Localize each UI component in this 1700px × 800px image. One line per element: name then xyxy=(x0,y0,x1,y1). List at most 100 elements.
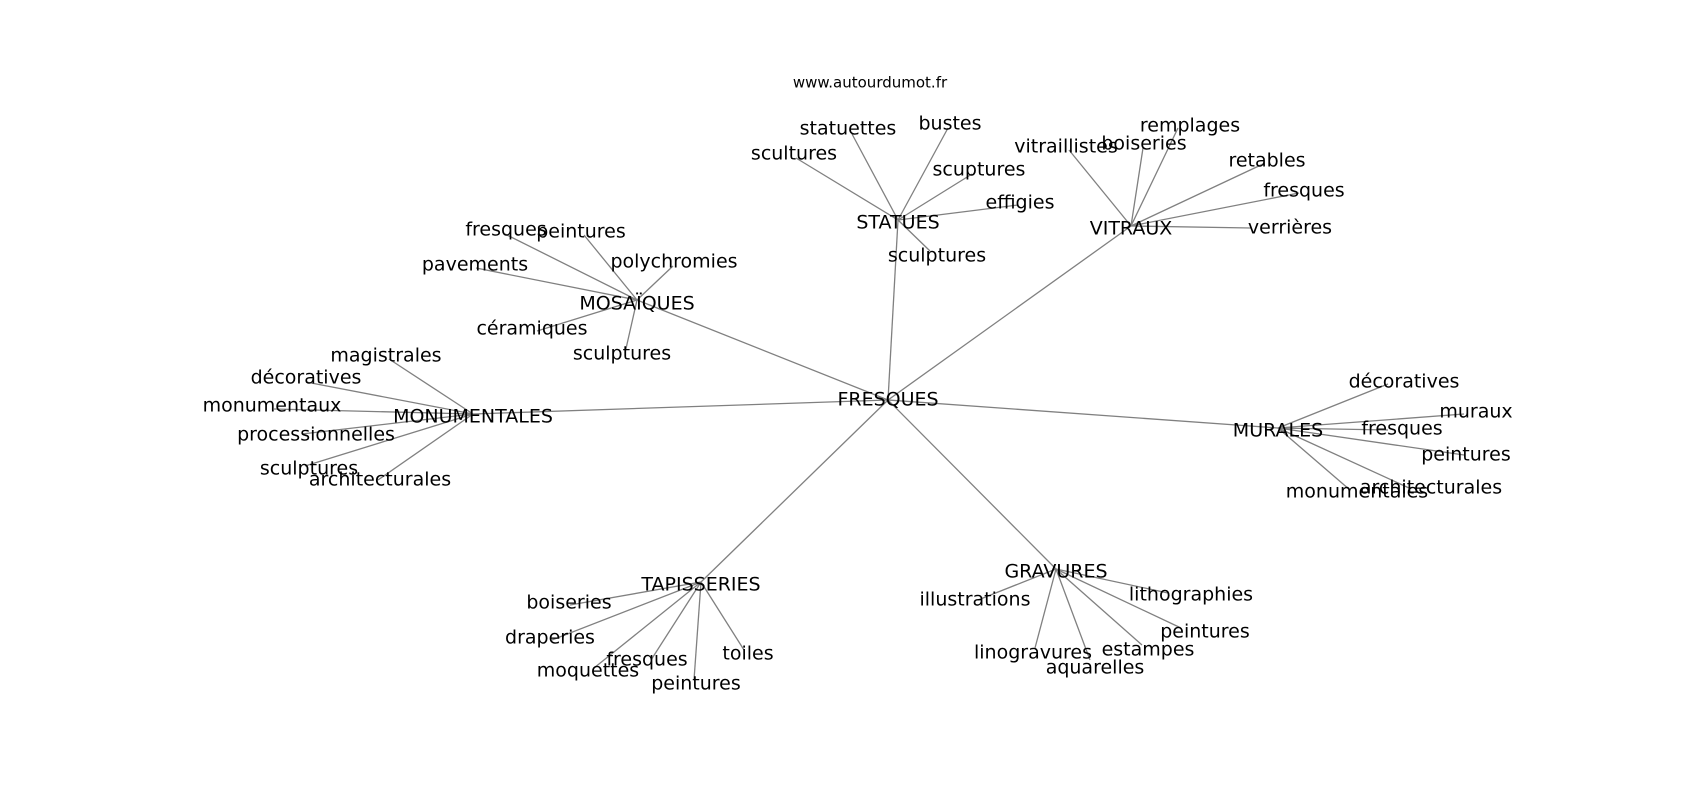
group-node-label-tapisseries: TAPISSERIES xyxy=(640,574,760,596)
edge-vitraux-3 xyxy=(1130,163,1264,227)
edge-center-vitraux xyxy=(887,225,1132,401)
leaf-node-label-murales-2: fresques xyxy=(1361,418,1442,440)
edge-vitraux-0 xyxy=(1068,149,1132,227)
watermark: www.autourdumot.fr xyxy=(793,74,948,92)
edge-mosaiques-3 xyxy=(636,265,674,301)
leaf-node-label-mosaiques-5: sculptures xyxy=(573,343,671,365)
edge-statues-2 xyxy=(795,157,899,221)
group-node-label-murales: MURALES xyxy=(1233,420,1323,442)
graph-nodes: FRESQUES STATUES statuettes bustes scultures… xyxy=(203,113,1513,695)
leaf-node-label-tapisseries-3: fresques xyxy=(606,649,687,671)
group-node-label-vitraux: VITRAUX xyxy=(1090,218,1173,240)
leaf-node-label-murales-1: muraux xyxy=(1439,401,1512,423)
leaf-node-label-vitraux-4: fresques xyxy=(1263,180,1344,202)
edge-gravures-4 xyxy=(1055,568,1143,646)
leaf-node-label-vitraux-0: vitraillistes xyxy=(1014,136,1117,158)
leaf-node-label-statues-5: sculptures xyxy=(888,245,986,267)
leaf-node-label-mosaiques-4: céramiques xyxy=(476,318,587,340)
edge-tapisseries-5 xyxy=(700,581,745,651)
leaf-node-label-gravures-4: estampes xyxy=(1102,639,1195,661)
leaf-node-label-monumentales-3: processionnelles xyxy=(237,424,395,446)
edge-vitraux-2 xyxy=(1130,127,1179,227)
leaf-node-label-statues-4: effigies xyxy=(986,192,1055,214)
edge-statues-3 xyxy=(897,173,973,221)
leaf-node-label-gravures-2: peintures xyxy=(1160,621,1250,643)
edge-gravures-3 xyxy=(1034,568,1057,649)
leaf-node-label-tapisseries-5: toiles xyxy=(722,643,773,665)
edge-murales-2 xyxy=(1277,427,1389,431)
leaf-node-label-murales-4: architecturales xyxy=(1360,477,1502,499)
leaf-node-label-monumentales-2: monumentaux xyxy=(203,395,342,417)
edge-tapisseries-4 xyxy=(693,581,702,681)
leaf-node-label-mosaiques-1: peintures xyxy=(536,221,626,243)
leaf-node-label-tapisseries-4: peintures xyxy=(651,673,741,695)
edge-monumentales-0 xyxy=(388,358,474,415)
edge-murales-5 xyxy=(1277,427,1351,491)
leaf-node-label-statues-3: scuptures xyxy=(933,159,1026,181)
graph-edges xyxy=(273,127,1465,681)
edge-monumentales-2 xyxy=(273,408,474,415)
edge-monumentales-3 xyxy=(301,413,474,435)
center-node-label: FRESQUES xyxy=(837,389,938,411)
group-node-label-gravures: GRAVURES xyxy=(1004,561,1107,583)
edge-center-monumentales xyxy=(472,399,889,415)
leaf-node-label-statues-0: statuettes xyxy=(800,118,897,140)
leaf-node-label-mosaiques-2: pavements xyxy=(422,254,528,276)
group-node-label-statues: STATUES xyxy=(856,212,939,234)
leaf-node-label-vitraux-3: retables xyxy=(1228,150,1305,172)
leaf-node-label-tapisseries-1: draperies xyxy=(505,627,595,649)
leaf-node-label-mosaiques-0: fresques xyxy=(465,219,546,241)
edge-center-gravures xyxy=(887,399,1057,570)
leaf-node-label-vitraux-5: verrières xyxy=(1248,217,1332,239)
edge-gravures-1 xyxy=(1055,568,1169,594)
edge-murales-0 xyxy=(1277,383,1389,429)
leaf-node-label-monumentales-0: magistrales xyxy=(330,345,441,367)
edge-center-tapisseries xyxy=(700,399,889,583)
leaf-node-label-statues-1: bustes xyxy=(918,113,981,135)
leaf-node-label-gravures-0: illustrations xyxy=(920,589,1031,611)
leaf-node-label-monumentales-4: sculptures xyxy=(260,458,358,480)
edge-tapisseries-3 xyxy=(650,581,702,661)
leaf-node-label-tapisseries-0: boiseries xyxy=(526,592,611,614)
leaf-node-label-statues-2: scultures xyxy=(751,143,837,165)
leaf-node-label-gravures-1: lithographies xyxy=(1129,584,1253,606)
edge-vitraux-5 xyxy=(1130,225,1252,229)
edge-murales-3 xyxy=(1277,427,1465,456)
edge-statues-0 xyxy=(851,133,899,221)
edge-tapisseries-2 xyxy=(593,581,702,669)
edge-monumentales-5 xyxy=(377,413,474,481)
leaf-node-label-murales-3: peintures xyxy=(1421,444,1511,466)
leaf-node-label-vitraux-1: boiseries xyxy=(1101,133,1186,155)
edge-statues-1 xyxy=(897,127,949,221)
leaf-node-label-monumentales-5: architecturales xyxy=(309,469,451,491)
leaf-node-label-mosaiques-3: polychromies xyxy=(610,251,737,273)
leaf-node-label-gravures-5: aquarelles xyxy=(1046,657,1145,679)
edge-monumentales-1 xyxy=(305,381,474,415)
edge-mosaiques-1 xyxy=(583,234,638,301)
leaf-node-label-gravures-3: linogravures xyxy=(974,642,1092,664)
group-node-label-mosaiques: MOSAÏQUES xyxy=(579,292,694,315)
leaf-node-label-murales-0: décoratives xyxy=(1349,371,1460,393)
edge-mosaiques-4 xyxy=(536,299,638,332)
edge-monumentales-4 xyxy=(304,413,474,467)
edge-vitraux-1 xyxy=(1130,147,1144,227)
edge-tapisseries-1 xyxy=(551,581,702,641)
leaf-node-label-murales-5: monumentales xyxy=(1286,481,1428,503)
edge-mosaiques-5 xyxy=(624,299,638,354)
leaf-node-label-monumentales-1: décoratives xyxy=(251,367,362,389)
edge-murales-4 xyxy=(1277,427,1410,489)
group-node-label-monumentales: MONUMENTALES xyxy=(393,406,553,428)
edge-mosaiques-2 xyxy=(475,267,638,301)
edge-tapisseries-0 xyxy=(569,581,702,606)
edge-gravures-5 xyxy=(1055,568,1091,661)
edge-center-statues xyxy=(887,219,899,401)
edge-mosaiques-0 xyxy=(504,233,638,301)
edge-statues-4 xyxy=(897,204,1019,221)
edge-gravures-0 xyxy=(977,568,1057,601)
edge-gravures-2 xyxy=(1055,568,1182,629)
edge-statues-5 xyxy=(897,219,931,252)
edge-murales-1 xyxy=(1277,413,1465,429)
leaf-node-label-tapisseries-2: moquettes xyxy=(537,660,639,682)
leaf-node-label-vitraux-2: remplages xyxy=(1140,115,1240,137)
